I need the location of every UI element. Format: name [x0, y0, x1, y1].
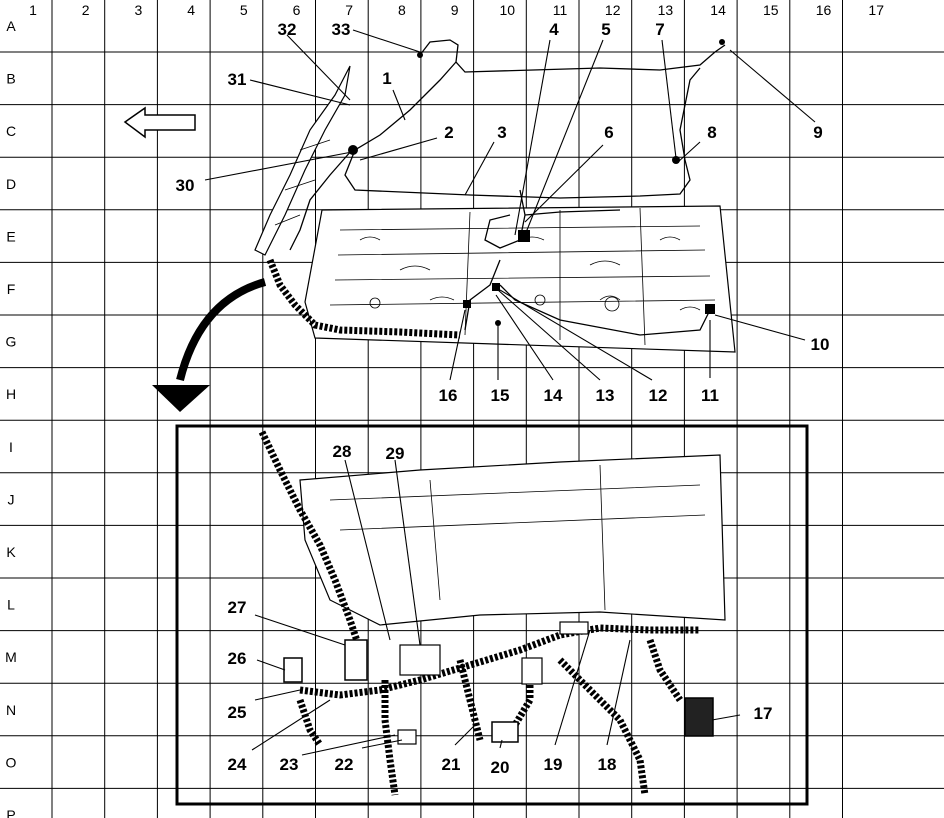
grid-column-label: 16 [816, 2, 832, 18]
callout-3: 3 [497, 123, 506, 142]
grid-row-label: B [6, 71, 15, 87]
arrow-left-icon [123, 106, 196, 139]
callout-8: 8 [707, 123, 716, 142]
grid-row-labels: A B C D E F G H I J K L M N O P [5, 18, 17, 818]
callout-12: 12 [649, 386, 668, 405]
callout-18: 18 [598, 755, 617, 774]
grid-column-label: 12 [605, 2, 621, 18]
callout-28: 28 [333, 442, 352, 461]
callout-2: 2 [444, 123, 453, 142]
callout-4: 4 [549, 20, 559, 39]
grid-row-label: J [8, 491, 15, 507]
callout-31: 31 [228, 70, 247, 89]
callout-7: 7 [655, 20, 664, 39]
grid-column-label: 14 [710, 2, 726, 18]
callout-29: 29 [386, 444, 405, 463]
callout-1: 1 [382, 69, 391, 88]
callout-14: 14 [544, 386, 563, 405]
curved-arrow-down-icon [152, 278, 267, 412]
grid-row-label: L [7, 597, 15, 613]
grid-column-label: 5 [240, 2, 248, 18]
grid-row-label: M [5, 649, 17, 665]
callout-21: 21 [442, 755, 461, 774]
grid-column-label: 11 [553, 2, 568, 18]
callout-16: 16 [439, 386, 458, 405]
grid-column-label: 17 [868, 2, 884, 18]
callout-20: 20 [491, 758, 510, 777]
grid-row-label: A [6, 18, 16, 34]
grid-column-label: 9 [451, 2, 459, 18]
callout-32: 32 [278, 20, 297, 39]
grid-row-label: K [6, 544, 16, 560]
callout-13: 13 [596, 386, 615, 405]
callout-23: 23 [280, 755, 299, 774]
grid-row-label: F [7, 281, 16, 297]
callout-30: 30 [176, 176, 195, 195]
grid-column-label: 2 [82, 2, 90, 18]
grid-row-label: E [6, 228, 15, 244]
grid-column-label: 1 [29, 2, 37, 18]
grid-row-label: O [6, 754, 17, 770]
grid-column-label: 7 [345, 2, 353, 18]
callout-24: 24 [228, 755, 247, 774]
grid-column-label: 13 [658, 2, 674, 18]
callout-33: 33 [332, 20, 351, 39]
grid-row-label: G [6, 334, 17, 350]
callout-26: 26 [228, 649, 247, 668]
grid-row-label: C [6, 123, 16, 139]
grid-column-label: 8 [398, 2, 406, 18]
callout-10: 10 [811, 335, 830, 354]
callout-22: 22 [335, 755, 354, 774]
callout-5: 5 [601, 20, 610, 39]
grid-column-label: 6 [293, 2, 301, 18]
a-pillar [254, 65, 351, 256]
callout-27: 27 [228, 598, 247, 617]
grid-row-label: D [6, 176, 16, 192]
callout-17: 17 [754, 704, 773, 723]
callout-15: 15 [491, 386, 510, 405]
grid-column-label: 10 [500, 2, 516, 18]
grid-row-label: I [9, 439, 13, 455]
grid-column-label: 15 [763, 2, 779, 18]
callout-6: 6 [604, 123, 613, 142]
callout-leaders [204, 29, 816, 756]
callout-9: 9 [813, 123, 822, 142]
floor-pan [304, 205, 736, 353]
grid-column-label: 3 [135, 2, 143, 18]
detail-view [175, 424, 809, 806]
callout-19: 19 [544, 755, 563, 774]
grid-row-label: P [6, 807, 15, 818]
grid-row-label: N [6, 702, 16, 718]
grid-column-label: 4 [187, 2, 195, 18]
callout-25: 25 [228, 703, 247, 722]
callout-11: 11 [701, 386, 719, 405]
grid-row-label: H [6, 386, 16, 402]
callout-labels: 1 2 3 4 5 6 7 8 9 10 11 12 13 14 15 16 1… [176, 20, 830, 777]
